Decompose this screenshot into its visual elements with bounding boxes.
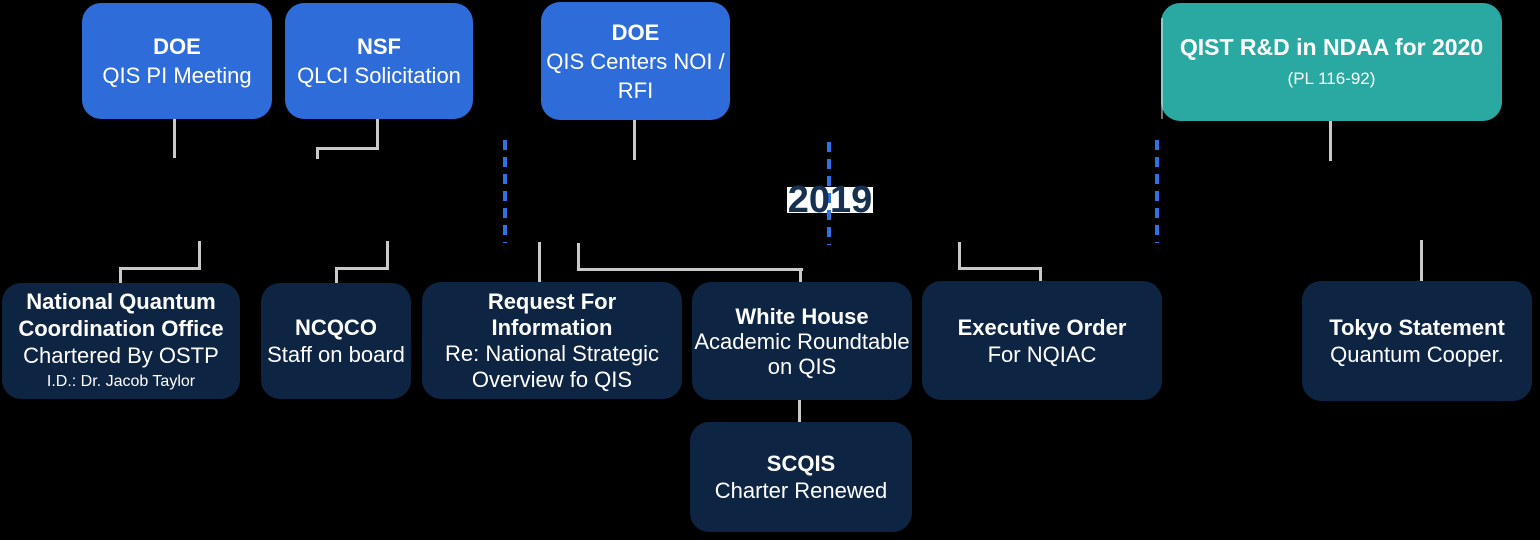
year-divider-dash-center bbox=[827, 142, 831, 245]
connector-exec-order-horizontal bbox=[958, 267, 1042, 270]
year-divider-dash-left bbox=[503, 140, 507, 243]
node-doe-pi-meeting: DOE QIS PI Meeting bbox=[82, 3, 272, 119]
node-subtitle-line2: on QIS bbox=[767, 353, 837, 379]
node-title-line1: National Quantum bbox=[26, 289, 216, 314]
node-title-line2: Coordination Office bbox=[18, 316, 224, 341]
node-subtitle: QLCI Solicitation bbox=[297, 63, 461, 88]
node-nsf-qlci-solicitation: NSF QLCI Solicitation bbox=[285, 3, 473, 119]
node-title: White House bbox=[735, 303, 869, 329]
node-white-house-roundtable: White House Academic Roundtable on QIS bbox=[692, 282, 912, 400]
node-title: DOE bbox=[611, 19, 660, 45]
node-request-for-information: Request For Information Re: National Str… bbox=[422, 282, 682, 399]
node-doe-qis-centers: DOE QIS Centers NOI / RFI bbox=[541, 2, 730, 120]
node-subtitle: For NQIAC bbox=[987, 341, 1097, 367]
node-subtitle-line2: RFI bbox=[617, 77, 654, 103]
node-note: I.D.: Dr. Jacob Taylor bbox=[46, 373, 196, 390]
node-ncqco-staff: NCQCO Staff on board bbox=[261, 283, 411, 399]
node-subtitle: Chartered By OSTP bbox=[23, 343, 219, 368]
connector-nsf-horizontal bbox=[316, 147, 379, 150]
connector-white-house-horizontal bbox=[577, 268, 803, 271]
connector-nqco-upper bbox=[198, 241, 201, 270]
connector-nsf-stub bbox=[316, 147, 319, 159]
node-title: DOE bbox=[153, 34, 201, 59]
connector-ncqco-stub bbox=[335, 267, 338, 284]
connector-doe-centers-drop bbox=[633, 120, 636, 160]
node-title: NCQCO bbox=[295, 315, 377, 340]
node-title: Executive Order bbox=[957, 314, 1127, 340]
connector-ndaa-drop bbox=[1329, 121, 1332, 161]
connector-nqco-stub bbox=[119, 267, 122, 284]
year-divider-dash-right bbox=[1155, 140, 1159, 243]
node-subtitle: Charter Renewed bbox=[714, 478, 888, 503]
connector-tokyo-drop bbox=[1420, 240, 1423, 282]
connector-nsf-drop bbox=[376, 117, 379, 150]
teal-box-edge-highlight bbox=[1161, 18, 1163, 119]
connector-exec-order-upper bbox=[958, 242, 961, 270]
connector-scqis-drop bbox=[798, 400, 801, 423]
node-title: NSF bbox=[357, 34, 401, 59]
node-subtitle: Staff on board bbox=[267, 342, 405, 367]
node-title: Tokyo Statement bbox=[1329, 315, 1505, 340]
node-subtitle-line1: Re: National Strategic bbox=[445, 340, 659, 366]
node-national-quantum-coordination-office: National Quantum Coordination Office Cha… bbox=[2, 283, 240, 399]
connector-white-house-stub bbox=[799, 268, 802, 284]
node-scqis-charter: SCQIS Charter Renewed bbox=[690, 422, 912, 532]
connector-white-house-upper bbox=[577, 243, 580, 271]
connector-ncqco-upper bbox=[386, 241, 389, 270]
connector-exec-order-stub bbox=[1039, 267, 1042, 283]
node-qist-ndaa-2020: QIST R&D in NDAA for 2020 (PL 116-92) bbox=[1161, 3, 1502, 121]
connector-nqco-horizontal bbox=[119, 267, 201, 270]
node-title-line1: Request For bbox=[487, 288, 617, 314]
node-subtitle: Quantum Cooper. bbox=[1330, 342, 1504, 367]
node-subtitle-line2: Overview fo QIS bbox=[471, 366, 633, 392]
node-title-line2: Information bbox=[491, 314, 613, 340]
node-title: QIST R&D in NDAA for 2020 bbox=[1179, 34, 1484, 60]
node-tokyo-statement: Tokyo Statement Quantum Cooper. bbox=[1302, 281, 1532, 401]
node-subtitle: (PL 116-92) bbox=[1287, 69, 1376, 88]
node-title: SCQIS bbox=[766, 451, 836, 476]
node-subtitle-line1: Academic Roundtable bbox=[694, 328, 910, 354]
connector-ncqco-horizontal bbox=[335, 267, 389, 270]
node-subtitle: QIS PI Meeting bbox=[102, 63, 252, 88]
node-executive-order-nqiac: Executive Order For NQIAC bbox=[922, 281, 1162, 400]
node-subtitle-line1: QIS Centers NOI / bbox=[546, 48, 725, 74]
year-label: 2019 bbox=[787, 179, 873, 221]
connector-rfi-drop bbox=[538, 242, 541, 283]
connector-doe-pi-drop bbox=[173, 119, 176, 158]
